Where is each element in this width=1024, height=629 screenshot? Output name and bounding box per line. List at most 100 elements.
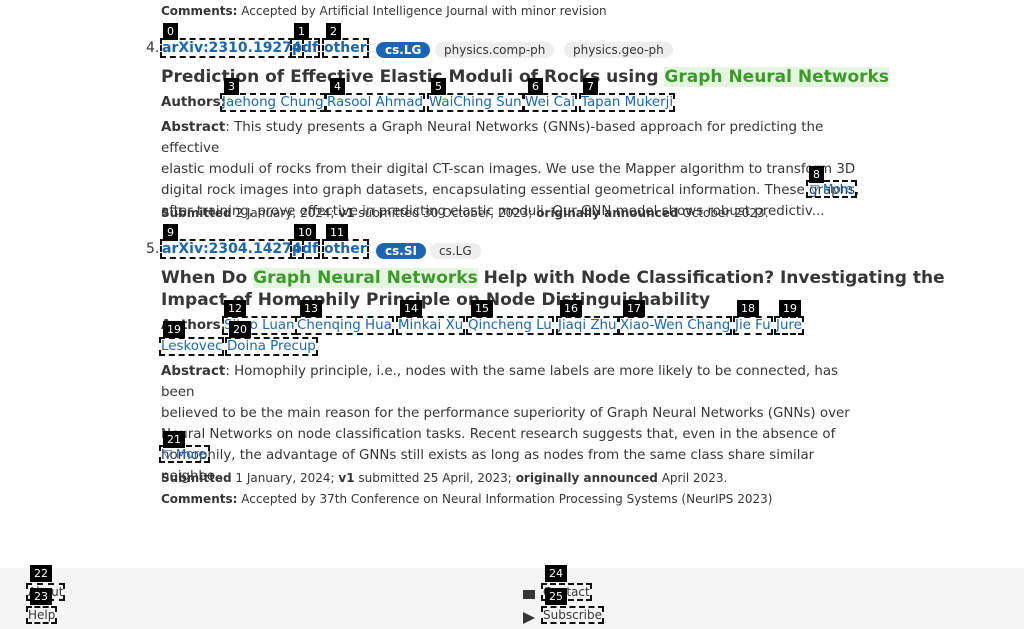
element-index-badge: 7 [583,78,598,95]
title-highlight: Graph [253,268,312,288]
element-index-badge: 23 [30,588,52,605]
title-text: Help with Node Classification? Investiga… [477,268,945,288]
abstract-label: Abstract [161,120,226,135]
author-link[interactable]: Minkai Xu [395,316,466,335]
announced-date: April 2023. [661,471,728,485]
element-index-badge: 6 [528,78,543,95]
comments-label: Comments: [161,4,238,18]
element-index-badge: 17 [623,300,645,317]
paper-title: Prediction of Effective Elastic Moduli o… [161,66,889,88]
more-abstract-link[interactable]: ▽ More [159,445,210,463]
pdf-link[interactable]: pdf [289,38,321,58]
category-tag: physics.geo-ph [564,42,673,58]
v1-label: v1 [338,471,355,485]
pdf-link[interactable]: pdf [289,239,321,259]
abstract-line: believed to be the main reason for the p… [161,406,850,421]
author-link[interactable]: Rasool Ahmad [325,93,425,112]
announced-date: October 2023. [682,206,769,220]
submitted-label: Submitted [161,206,232,220]
send-icon [523,610,541,624]
author-link[interactable]: Xiao-Wen Chang [617,316,733,335]
submitted-row: Submitted 1 January, 2024; v1 submitted … [161,470,727,486]
comments-text: Accepted by Artificial Intelligence Jour… [241,4,607,18]
v1-label: v1 [338,206,355,220]
subscribe-link[interactable]: Subscribe [541,606,604,624]
abstract-line: digital rock images into graph datasets,… [161,183,860,198]
category-tag-primary: cs.LG [376,42,431,58]
element-index-badge: 13 [300,300,322,317]
element-index-badge: 16 [560,300,582,317]
submitted-row: Submitted 2 January, 2024; v1 submitted … [161,205,769,221]
element-index-badge: 11 [326,224,348,241]
category-tag: cs.LG [430,243,481,259]
title-highlight: Graph [664,67,723,87]
element-index-badge: 15 [471,300,493,317]
title-highlight: Networks [386,268,478,288]
element-index-badge: 1 [294,23,309,40]
author-link[interactable]: Leskovec [158,337,225,356]
element-index-badge: 4 [330,78,345,95]
element-index-badge: 10 [294,224,316,241]
element-index-badge: 22 [30,565,52,582]
abstract-line: Neural Networks on node classification t… [161,427,836,442]
abstract-line: : Homophily principle, i.e., nodes with … [161,364,839,400]
footer: About Help Contact Subscribe [0,568,1024,629]
abstract-line: : This study presents a Graph Neural Net… [161,120,824,156]
element-index-badge: 14 [400,300,422,317]
abstract-line: elastic moduli of rocks from their digit… [161,162,856,177]
element-index-badge: 8 [809,166,824,183]
title-text: When Do [161,268,254,288]
element-index-badge: 24 [545,565,567,582]
abstract-line: homophily, the advantage of GNNs still e… [161,448,815,484]
comments-text: Accepted by 37th Conference on Neural In… [241,492,773,506]
author-link[interactable]: Doina Precup [225,337,318,356]
abstract: Abstract: This study presents a Graph Ne… [161,117,861,222]
element-index-badge: 2 [326,23,341,40]
search-results: Comments: Accepted by Artificial Intelli… [146,3,945,507]
element-index-badge: 19 [163,321,185,338]
author-link[interactable]: Jaehong Chung [220,93,326,112]
author-link[interactable]: Qincheng Lu [466,316,554,335]
title-highlight: Neural [728,67,792,87]
element-index-badge: 5 [431,78,446,95]
author-link[interactable]: Jiaqi Zhu [556,316,619,335]
category-tag-primary: cs.SI [376,243,426,259]
element-index-badge: 0 [163,23,178,40]
arxiv-id-link[interactable]: arXiv:2304.14274 [160,239,304,259]
result-index: 4. [146,40,160,56]
author-link[interactable]: WaiChing Sun [427,93,524,112]
element-index-badge: 9 [163,224,178,241]
author-link[interactable]: Wei Cai [523,93,577,112]
comments-row: Comments: Accepted by Artificial Intelli… [161,3,607,19]
author-link[interactable]: Tapan Mukerji [578,93,676,112]
envelope-icon [523,587,541,601]
element-index-badge: 12 [224,300,246,317]
authors-label: Authors: [161,95,226,110]
arxiv-id-link[interactable]: arXiv:2310.19274 [160,38,304,58]
element-index-badge: 3 [224,78,239,95]
title-highlight: Neural [317,268,381,288]
other-formats-link[interactable]: other [322,239,369,259]
category-tag: physics.comp-ph [435,42,555,58]
submitted-date: 2 January, 2024; [235,206,335,220]
announced-label: originally announced [515,471,658,485]
author-link[interactable]: Jie Fu [733,316,773,335]
abstract-label: Abstract [161,364,226,379]
abstract-line: after training, prove effective in predi… [161,204,825,219]
help-link[interactable]: Help [25,606,58,624]
element-index-badge: 20 [229,321,251,338]
submitted-date: 1 January, 2024; [235,471,335,485]
title-text: Impact of Homophily Principle on Node Di… [161,290,711,310]
element-index-badge: 18 [737,300,759,317]
more-abstract-link[interactable]: ▽ More [806,180,857,198]
announced-label: originally announced [536,206,679,220]
comments-row: Comments: Accepted by 37th Conference on… [161,491,772,507]
other-formats-link[interactable]: other [322,38,369,58]
paper-title: When Do Graph Neural Networks Help with … [161,267,945,311]
v1-text: submitted 30 October, 2023; [358,206,533,220]
author-link[interactable]: Chenqing Hua [295,316,394,335]
author-link[interactable]: Jure [774,316,804,335]
comments-label: Comments: [161,492,238,506]
element-index-badge: 25 [545,588,567,605]
abstract: Abstract: Homophily principle, i.e., nod… [161,361,861,487]
